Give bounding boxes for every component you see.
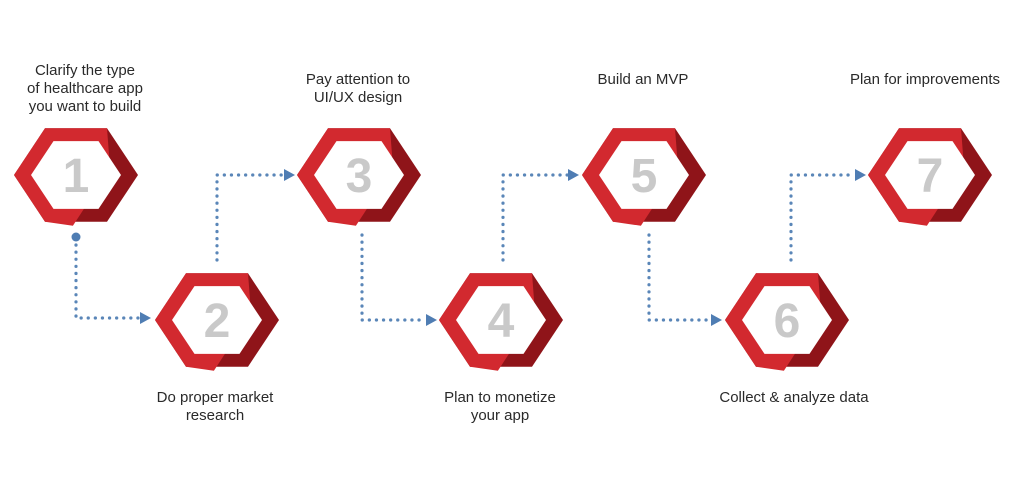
step-label-6: Collect & analyze data: [719, 389, 869, 406]
arrow-4-5: [568, 169, 579, 181]
arrow-1-2: [140, 312, 151, 324]
connectors: [71, 169, 866, 326]
hexagon-inner: [599, 141, 689, 209]
connector-6-7: [789, 173, 857, 262]
connector-2-3: [215, 173, 286, 262]
step-label-5: Build an MVP: [597, 71, 689, 88]
start-dot: [71, 232, 81, 242]
step-number-5: 5: [631, 150, 658, 203]
step-number-6: 6: [774, 295, 801, 348]
step-number-1: 1: [63, 150, 90, 203]
arrow-5-6: [711, 314, 722, 326]
step-label-3: Pay attention to UI/UX design: [305, 71, 411, 106]
connector-5-6: [647, 233, 713, 322]
arrow-3-4: [426, 314, 437, 326]
hexagon-inner: [31, 141, 121, 209]
step-label-1: Clarify the type of healthcare app you w…: [27, 62, 143, 115]
step-label-2: Do proper market research: [156, 389, 274, 424]
step-number-4: 4: [488, 295, 515, 348]
hexagon-inner: [885, 141, 975, 209]
step-hexagon-5: 5: [582, 128, 706, 226]
hexagon-inner: [742, 286, 832, 354]
step-hexagons: 1 2 3 4 5 6 7: [14, 128, 992, 371]
connector-3-4: [360, 233, 428, 322]
step-number-7: 7: [917, 150, 944, 203]
step-number-2: 2: [204, 295, 231, 348]
step-hexagon-3: 3: [297, 128, 421, 226]
step-hexagon-6: 6: [725, 273, 849, 371]
step-label-4: Plan to monetize your app: [444, 389, 556, 424]
arrow-2-3: [284, 169, 295, 181]
hexagon-inner: [456, 286, 546, 354]
step-number-3: 3: [346, 150, 373, 203]
step-hexagon-2: 2: [155, 273, 279, 371]
hexagon-inner: [314, 141, 404, 209]
step-label-7: Plan for improvements: [849, 71, 1001, 88]
connector-4-5: [501, 173, 570, 262]
arrow-6-7: [855, 169, 866, 181]
step-hexagon-1: 1: [14, 128, 138, 226]
connector-1-2: [74, 243, 142, 320]
step-hexagon-4: 4: [439, 273, 563, 371]
step-hexagon-7: 7: [868, 128, 992, 226]
hexagon-inner: [172, 286, 262, 354]
